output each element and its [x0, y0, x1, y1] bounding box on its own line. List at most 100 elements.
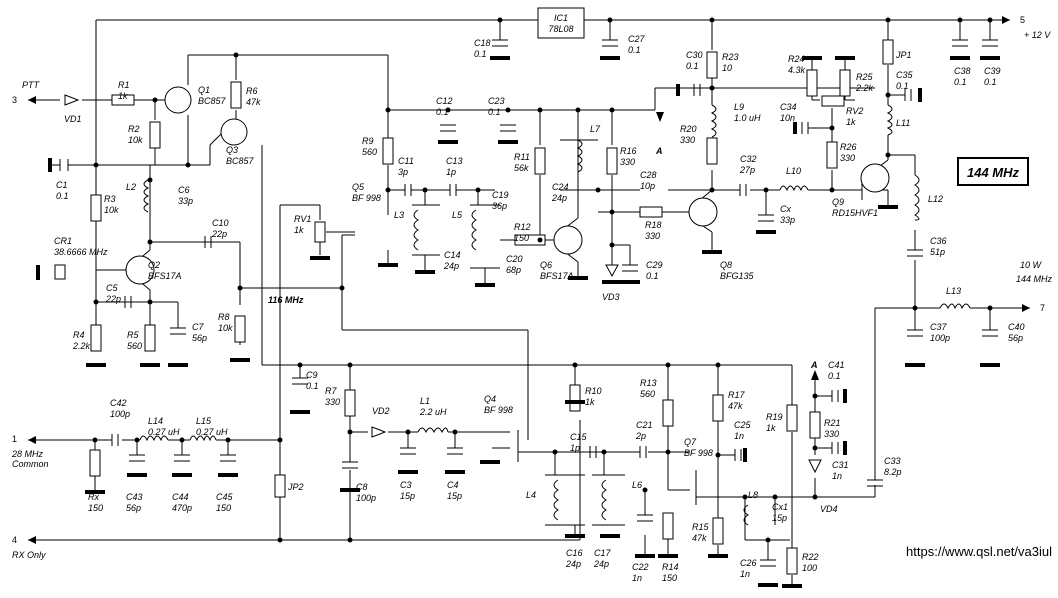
- component-ref-c31: C31: [832, 460, 849, 470]
- component-value-l9: 1.0 uH: [734, 113, 761, 123]
- component-ref-r24: R24: [788, 54, 805, 64]
- component-value-c36: 51p: [930, 247, 945, 257]
- component-ref-r5: R5: [127, 330, 139, 340]
- component-ref-r15: R15: [692, 522, 710, 532]
- net-label-116mhz: 116 MHz: [268, 295, 304, 305]
- component-value-r19: 1k: [766, 423, 776, 433]
- component-ref-q2: Q2: [148, 260, 160, 270]
- component-value-c17: 24p: [593, 559, 609, 569]
- port-7-num: 7: [1040, 303, 1045, 313]
- component-value-cx: 33p: [780, 215, 795, 225]
- component-value-c13: 1p: [446, 167, 456, 177]
- component-value-q3: BC857: [226, 156, 255, 166]
- component-value-r21: 330: [824, 429, 839, 439]
- component-value-c37: 100p: [930, 333, 950, 343]
- component-value-r24: 4.3k: [788, 65, 806, 75]
- component-ref-ic1: IC1: [554, 13, 568, 23]
- component-value-c35: 0.1: [896, 81, 909, 91]
- component-value-cx1: 15p: [772, 513, 787, 523]
- component-ref-c5: C5: [106, 283, 118, 293]
- component-ref-vd3: VD3: [602, 292, 620, 302]
- component-value-r9: 560: [362, 147, 377, 157]
- component-ref-c36: C36: [930, 236, 947, 246]
- component-value-c34: 10n: [780, 113, 795, 123]
- component-ref-q4: Q4: [484, 394, 496, 404]
- component-ref-c34: C34: [780, 102, 797, 112]
- component-ref-r16: R16: [620, 146, 637, 156]
- component-ref-r17: R17: [728, 390, 746, 400]
- website-url[interactable]: https://www.qsl.net/va3iul: [906, 544, 1052, 559]
- component-value-c42: 100p: [110, 409, 130, 419]
- component-ref-c11: C11: [398, 156, 414, 166]
- component-ref-r12: R12: [514, 222, 531, 232]
- component-value-c18: 0.1: [474, 49, 487, 59]
- component-ref-l7: L7: [590, 124, 601, 134]
- component-value-c19: 36p: [492, 201, 507, 211]
- component-ref-r1: R1: [118, 80, 130, 90]
- component-value-c44: 470p: [172, 503, 192, 513]
- component-value-c6: 33p: [178, 196, 193, 206]
- component-ref-r20: R20: [680, 124, 697, 134]
- page-title: 144 MHz: [967, 165, 1020, 180]
- component-ref-c39: C39: [984, 66, 1001, 76]
- component-value-r3: 10k: [104, 205, 119, 215]
- net-label-a-1: A: [655, 146, 663, 156]
- component-value-c4: 15p: [447, 491, 462, 501]
- component-value-c11: 3p: [398, 167, 408, 177]
- component-ref-q9: Q9: [832, 197, 844, 207]
- component-value-c15: 1p: [570, 443, 580, 453]
- component-ref-c43: C43: [126, 492, 143, 502]
- component-ref-c44: C44: [172, 492, 189, 502]
- component-ref-q5: Q5: [352, 182, 365, 192]
- capacitor-plates: [59, 39, 998, 567]
- component-ref-c17: C17: [594, 548, 612, 558]
- component-ref-r8: R8: [218, 312, 230, 322]
- component-value-c24: 24p: [551, 193, 567, 203]
- title-frame: [957, 157, 1029, 186]
- component-value-q1: BC857: [198, 96, 227, 106]
- component-value-c26: 1n: [740, 569, 750, 579]
- component-value-l15: 0.27 uH: [196, 427, 228, 437]
- component-value-l1: 2.2 uH: [419, 407, 447, 417]
- component-value-r5: 560: [127, 341, 142, 351]
- component-value-c21: 2p: [635, 431, 646, 441]
- component-ref-q1: Q1: [198, 85, 210, 95]
- component-ref-r3: R3: [104, 194, 116, 204]
- port-4-num: 4: [12, 535, 17, 545]
- component-ref-c24: C24: [552, 182, 569, 192]
- component-value-c1: 0.1: [56, 191, 69, 201]
- component-ref-q6: Q6: [540, 260, 552, 270]
- component-value-c30: 0.1: [686, 61, 699, 71]
- component-value-c20: 68p: [506, 265, 521, 275]
- component-value-c29: 0.1: [646, 271, 659, 281]
- component-bodies: [54, 7, 894, 575]
- component-value-c43: 56p: [126, 503, 141, 513]
- component-value-c31: 1n: [832, 471, 842, 481]
- component-value-rx: 150: [88, 503, 103, 513]
- port-7-line-1: 10 W: [1020, 260, 1043, 270]
- component-ref-q3: Q3: [226, 145, 238, 155]
- component-value-cr1: 38.6666 MHz: [54, 247, 108, 257]
- component-value-r25: 2.2k: [855, 83, 874, 93]
- component-value-c45: 150: [216, 503, 231, 513]
- component-ref-l9: L9: [734, 102, 744, 112]
- component-value-l14: 0.27 uH: [148, 427, 180, 437]
- component-value-r14: 150: [662, 573, 677, 583]
- component-ref-l4: L4: [526, 490, 536, 500]
- component-value-c5: 22p: [105, 294, 121, 304]
- component-ref-l6: L6: [632, 480, 642, 490]
- component-value-r6: 47k: [246, 97, 261, 107]
- component-ref-c16: C16: [566, 548, 583, 558]
- component-value-r13: 560: [640, 389, 655, 399]
- component-value-r7: 330: [325, 397, 340, 407]
- component-ref-c27: C27: [628, 34, 646, 44]
- component-ref-c3: C3: [400, 480, 412, 490]
- component-ref-r14: R14: [662, 562, 679, 572]
- component-ref-l8: L8: [748, 490, 758, 500]
- component-ref-q7: Q7: [684, 437, 697, 447]
- component-value-c16: 24p: [565, 559, 581, 569]
- component-ref-c41: C41: [828, 360, 845, 370]
- net-label-a-2: A: [810, 360, 818, 370]
- component-ref-l12: L12: [928, 194, 943, 204]
